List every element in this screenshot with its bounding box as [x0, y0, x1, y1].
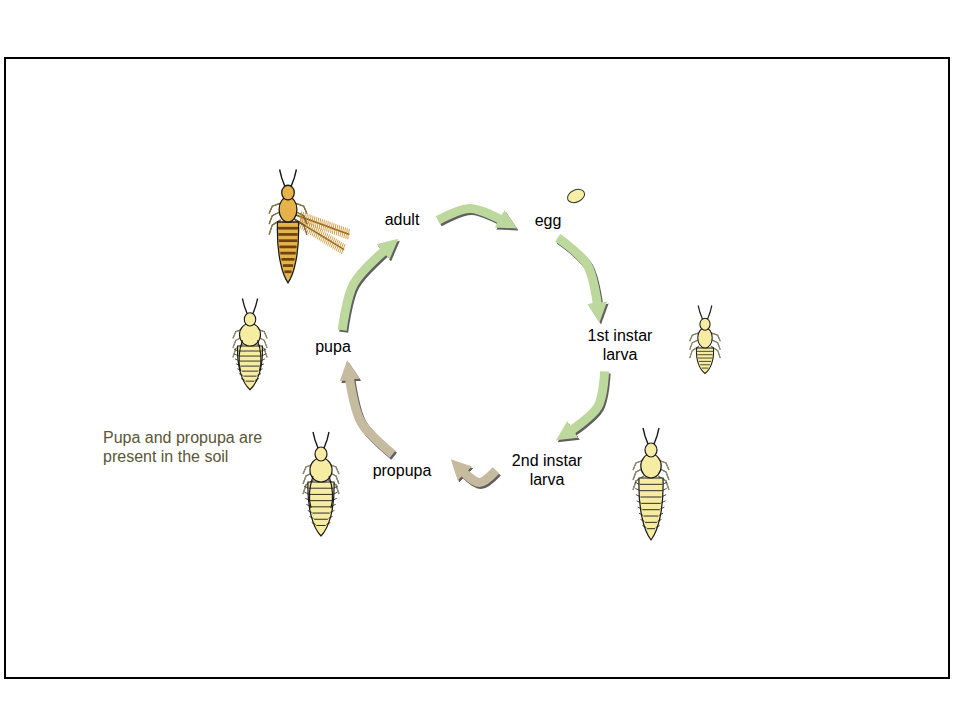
cycle-arrow-group — [349, 376, 394, 456]
stage-label: adult — [372, 208, 432, 231]
stage-label: propupa — [362, 459, 442, 482]
pupa-drawing — [233, 299, 267, 390]
stage-name: propupa — [364, 461, 440, 480]
stage-name: 1st instar larva — [577, 326, 663, 364]
cycle-arrow-group — [558, 238, 599, 309]
second-instar-drawing — [633, 428, 669, 540]
egg-drawing — [565, 187, 586, 205]
first-instar-drawing — [690, 306, 721, 374]
cycle-arrow — [462, 470, 496, 482]
cycle-arrow — [558, 238, 598, 307]
cycle-arrow-group — [569, 371, 606, 433]
stage-label: egg — [523, 209, 573, 232]
cycle-arrow-group — [462, 470, 498, 484]
adult-drawing — [269, 170, 349, 283]
cycle-arrow-group — [438, 208, 505, 222]
cycle-arrow — [342, 249, 386, 330]
stage-label: 1st instar larva — [575, 324, 665, 366]
stage-name: pupa — [305, 337, 361, 356]
cycle-arrow — [349, 376, 392, 454]
propupa-drawing — [303, 432, 339, 536]
stage-name: egg — [525, 211, 571, 230]
cycle-arrow — [569, 371, 604, 431]
frame — [5, 58, 949, 678]
cycle-arrow-group — [342, 249, 387, 332]
stage-label: 2nd instar larva — [502, 449, 592, 491]
stage-label: pupa — [303, 335, 363, 358]
stage-name: 2nd instar larva — [504, 451, 590, 489]
stage-name: adult — [374, 210, 430, 229]
note-text: Pupa and propupa are present in the soil — [103, 428, 278, 466]
cycle-arrow — [438, 208, 503, 220]
